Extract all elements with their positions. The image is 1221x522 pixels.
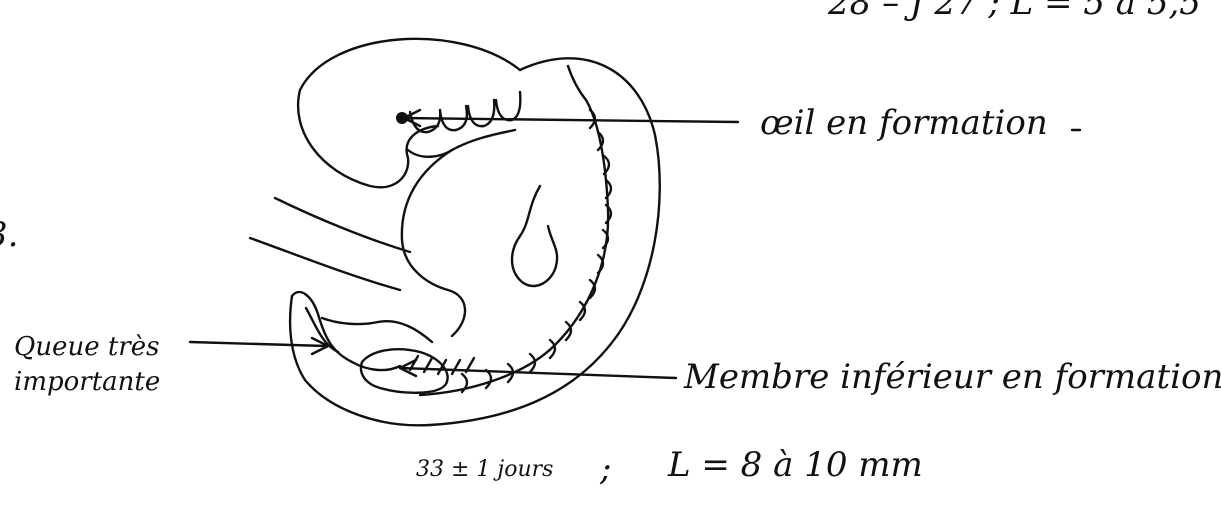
- lower-limb-label: Membre inférieur en formation: [683, 357, 1221, 397]
- caption-length: L = 8 à 10 mm: [667, 445, 923, 485]
- pharyngeal-arches: [408, 92, 520, 157]
- body-stalk-upper: [275, 198, 410, 252]
- upper-limb-bud: [512, 186, 557, 286]
- eye-label: œil en formation: [760, 103, 1048, 143]
- caption-days: 33 ± 1 jours: [416, 457, 553, 482]
- somites: [462, 110, 611, 392]
- tail-pointer-line: [190, 342, 326, 346]
- limb-pointer-line: [400, 368, 676, 378]
- tail-label-line2: importante: [14, 367, 160, 397]
- tail-label-line1: Queue très: [14, 332, 159, 362]
- somite-line: [420, 66, 608, 395]
- eye-pointer-line: [402, 118, 738, 122]
- embryo-drawing: [250, 39, 660, 426]
- top-partial-text: 28 – J 27 ; L = 5 à 5,5: [827, 0, 1201, 23]
- body-stalk-lower: [250, 238, 400, 290]
- ventral-outline: [402, 150, 465, 336]
- left-partial-text: 3.: [0, 215, 18, 255]
- tail-outline: [292, 292, 400, 370]
- caption-separator: ;: [599, 449, 611, 489]
